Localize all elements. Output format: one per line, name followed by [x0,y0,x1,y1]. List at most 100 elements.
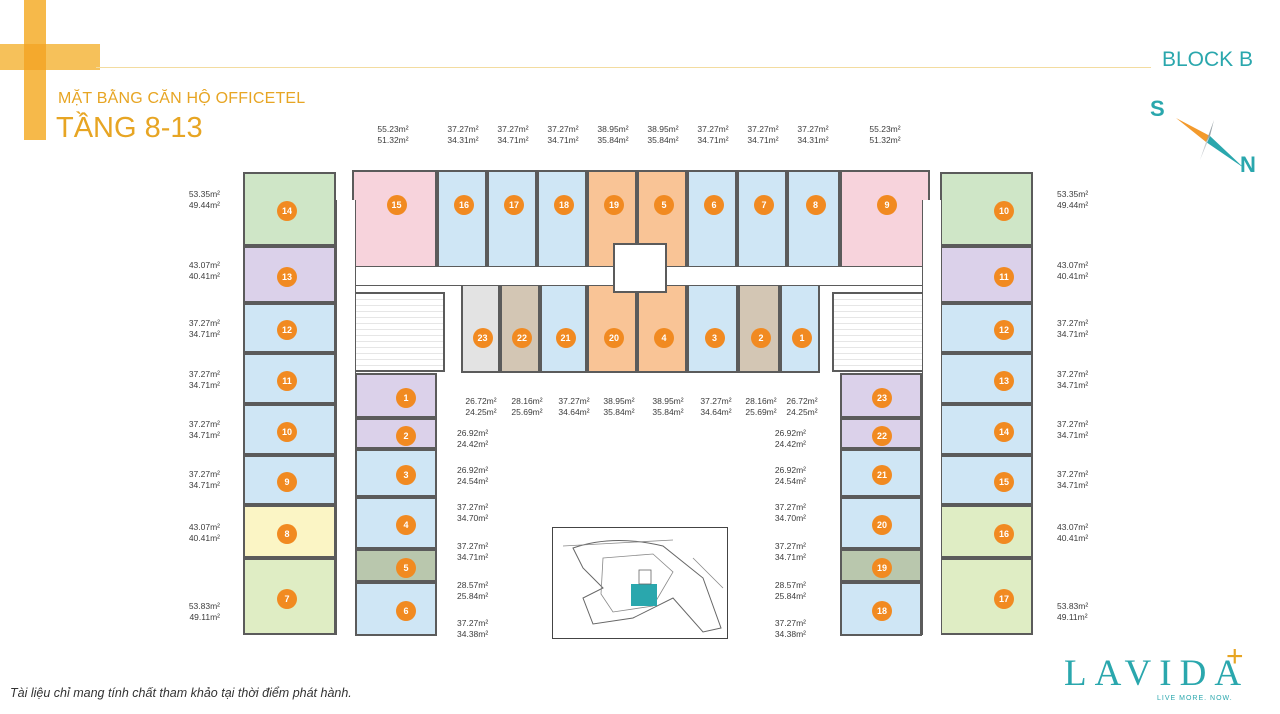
left-side-corridor [336,200,356,635]
net-area: 34.71m² [774,551,806,562]
net-area: 34.64m² [700,406,732,417]
unit-left_inner-6[interactable]: 6 [355,582,437,636]
unit-left_inner-1[interactable]: 1 [355,373,437,418]
gross-area: 37.27m² [697,124,729,134]
gross-area: 53.83m² [1057,601,1089,611]
unit-right_outer-17[interactable]: 17 [940,558,1033,635]
net-area: 24.25m² [786,406,818,417]
unit-right_outer-12[interactable]: 12 [940,303,1033,353]
unit-number-badge: 15 [386,195,407,215]
page-title: TẦNG 8-13 [56,112,203,144]
unit-number-badge: 2 [396,425,416,446]
unit-top_south-4[interactable]: 4 [637,283,687,373]
unit-top_north-16[interactable]: 16 [437,170,487,268]
net-area: 24.42m² [457,438,489,449]
unit-number-badge: 23 [872,387,892,408]
unit-top_south-20[interactable]: 20 [587,283,637,373]
disclaimer-note: Tài liệu chỉ mang tính chất tham khảo tạ… [10,686,352,700]
unit-top_north-7[interactable]: 7 [737,170,787,268]
net-area: 34.71m² [747,134,779,145]
unit-top_south-2[interactable]: 2 [738,283,780,373]
unit-top_south-22[interactable]: 22 [500,283,540,373]
unit-top_south-3[interactable]: 3 [687,283,738,373]
gross-area: 43.07m² [1057,522,1089,532]
net-area: 34.64m² [558,406,590,417]
unit-right_outer-16[interactable]: 16 [940,505,1033,558]
unit-top_north-15[interactable]: 15 [352,170,437,268]
unit-left_outer-9[interactable]: 9 [243,455,336,505]
unit-left_inner-3[interactable]: 3 [355,449,437,497]
unit-left_outer-7[interactable]: 7 [243,558,336,635]
unit-right_inner-18[interactable]: 18 [840,582,922,636]
net-area: 34.71m² [457,551,489,562]
net-area: 40.41m² [1057,532,1089,543]
gross-area: 26.92m² [457,465,489,475]
unit-top_north-17[interactable]: 17 [487,170,537,268]
gross-area: 37.27m² [747,124,779,134]
unit-number-badge: 6 [396,601,416,621]
gross-area: 53.35m² [188,189,220,199]
unit-top_north-6[interactable]: 6 [687,170,737,268]
unit-top_north-18[interactable]: 18 [537,170,587,268]
unit-number-badge: 4 [396,515,416,535]
gross-area: 37.27m² [547,124,579,134]
unit-left_outer-12[interactable]: 12 [243,303,336,353]
unit-left_outer-11[interactable]: 11 [243,353,336,404]
unit-right_inner-20[interactable]: 20 [840,497,922,549]
unit-right_outer-10[interactable]: 10 [940,172,1033,246]
net-area: 35.84m² [603,406,635,417]
unit-top_north-9[interactable]: 9 [840,170,930,268]
unit-top_south-23[interactable]: 23 [461,283,500,373]
unit-right_inner-22[interactable]: 22 [840,418,922,449]
unit-left_outer-10[interactable]: 10 [243,404,336,455]
unit-left_outer-14[interactable]: 14 [243,172,336,246]
unit-top_south-21[interactable]: 21 [540,283,587,373]
gross-area: 55.23m² [869,124,901,134]
unit-top_south-1[interactable]: 1 [780,283,820,373]
unit-right_inner-23[interactable]: 23 [840,373,922,418]
compass-icon [1176,118,1244,168]
unit-left_inner-2[interactable]: 2 [355,418,437,449]
net-area: 35.84m² [652,406,684,417]
gross-area: 37.27m² [457,502,489,512]
unit-right_inner-19[interactable]: 19 [840,549,922,582]
unit-number-badge: 11 [277,370,297,391]
unit-right_outer-14[interactable]: 14 [940,404,1033,455]
net-area: 34.71m² [697,134,729,145]
unit-top_north-8[interactable]: 8 [787,170,840,268]
gross-area: 37.27m² [188,419,220,429]
unit-number-badge: 13 [994,370,1014,391]
unit-right_outer-11[interactable]: 11 [940,246,1033,303]
unit-left_outer-8[interactable]: 8 [243,505,336,558]
unit-left_inner-4[interactable]: 4 [355,497,437,549]
net-area: 24.25m² [465,406,497,417]
unit-left_outer-13[interactable]: 13 [243,246,336,303]
unit-right_inner-21[interactable]: 21 [840,449,922,497]
net-area: 34.31m² [797,134,829,145]
gross-area: 43.07m² [1057,260,1089,270]
unit-number-badge: 16 [454,195,474,215]
unit-right_outer-15[interactable]: 15 [940,455,1033,505]
net-area: 24.54m² [774,475,806,486]
logo-tagline: LIVE MORE. NOW. [1157,695,1233,702]
net-area: 49.44m² [1057,199,1089,210]
net-area: 34.31m² [447,134,479,145]
net-area: 34.38m² [774,628,806,639]
gross-area: 26.92m² [774,428,806,438]
unit-right_outer-13[interactable]: 13 [940,353,1033,404]
unit-number-badge: 23 [472,328,493,348]
gross-area: 37.27m² [457,541,489,551]
unit-left_inner-5[interactable]: 5 [355,549,437,582]
net-area: 24.54m² [457,475,489,486]
